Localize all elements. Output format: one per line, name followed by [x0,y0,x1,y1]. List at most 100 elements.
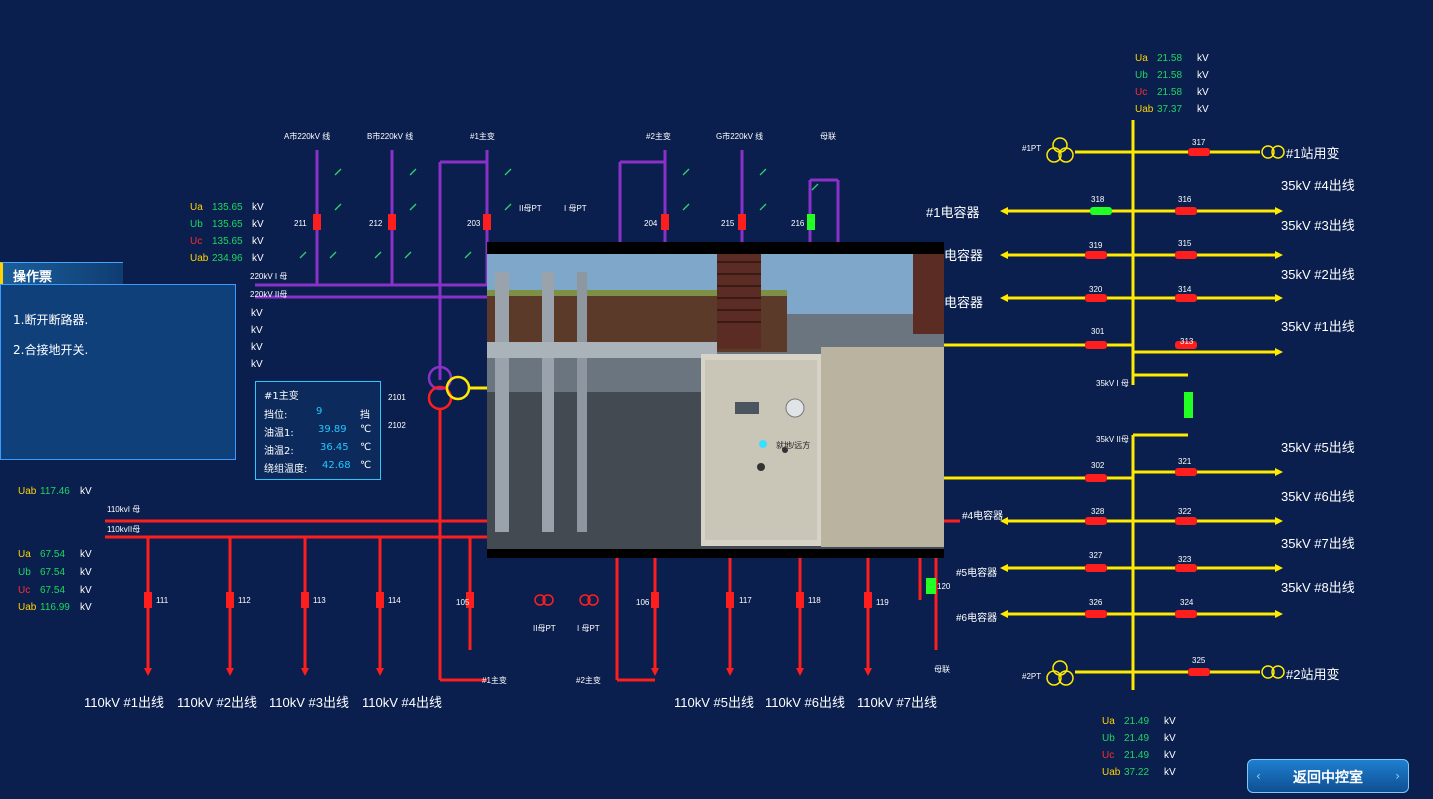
feeder-35-2[interactable]: 35kV #2出线 [1281,267,1355,282]
pt-110-2-label: II母PT [533,624,556,633]
bay-313[interactable]: 313 [1180,337,1194,346]
extra-unit-1: kV [251,308,263,319]
switch-2102[interactable]: 2102 [388,421,406,430]
bay-112[interactable]: 112 [238,596,251,605]
bay-320[interactable]: 320 [1089,285,1103,294]
ticket-title: 操作票 [13,270,53,285]
bay-302[interactable]: 302 [1091,461,1105,470]
xfmr-row-1-value: 9 [316,406,323,417]
bay-118[interactable]: 118 [808,596,821,605]
feeder-110-arrows [144,668,872,676]
feeder-110-6[interactable]: 110kV #6出线 [765,695,845,710]
bay-216[interactable]: 216 [791,219,805,228]
bay-316[interactable]: 316 [1178,195,1192,204]
operation-ticket-panel[interactable]: 操作票 1.断开断路器. 2.合接地开关. [0,262,240,460]
main-transformer-1[interactable] [427,365,487,682]
feeder-35-3[interactable]: 35kV #3出线 [1281,218,1355,233]
xfmr-row-4-value: 42.68 [322,460,351,471]
feeder-35-8[interactable]: 35kV #8出线 [1281,580,1355,595]
feeder-110-4[interactable]: 110kV #4出线 [362,695,442,710]
bus-110-2-label: 110kvII母 [107,525,141,534]
bay-117[interactable]: 117 [739,596,752,605]
feeder-110-5[interactable]: 110kV #5出线 [674,695,754,710]
xfmr-row-4-label: 绕组温度: [264,464,308,475]
capacitor-5[interactable]: #5电容器 [956,568,998,579]
bay-212[interactable]: 212 [369,219,383,228]
transformer-info-panel: #1主变 挡位: 9 挡 油温1: 39.89 ℃ 油温2: 36.45 ℃ 绕… [255,381,381,480]
return-control-room-button[interactable]: ‹ 返回中控室 › [1247,759,1409,793]
xfmr-row-4-unit: ℃ [360,460,372,471]
station-xf-1[interactable]: #1站用变 [1286,146,1340,161]
capacitor-3[interactable]: 电容器 [944,295,984,310]
xf-110-tie-label: 母联 [934,665,950,674]
feeder-35-4[interactable]: 35kV #4出线 [1281,178,1355,193]
feeder-35-1[interactable]: 35kV #1出线 [1281,319,1355,334]
bay-119[interactable]: 119 [876,598,889,607]
capacitor-2[interactable]: 电容器 [944,248,984,263]
bay-328[interactable]: 328 [1091,507,1105,516]
extra-unit-2: kV [251,325,263,336]
bay-317[interactable]: 317 [1192,138,1206,147]
feeder-35-6[interactable]: 35kV #6出线 [1281,489,1355,504]
bay-327[interactable]: 327 [1089,551,1103,560]
xfmr-row-1-unit: 挡 [360,410,370,421]
feeder-110-3[interactable]: 110kV #3出线 [269,695,349,710]
feeder-35-5[interactable]: 35kV #5出线 [1281,440,1355,455]
bay-315[interactable]: 315 [1178,239,1192,248]
bay-211[interactable]: 211 [294,219,307,228]
bay-203[interactable]: 203 [467,219,481,228]
pt-110-symbols [534,594,599,606]
bay-204[interactable]: 204 [644,219,658,228]
feeder-110-2[interactable]: 110kV #2出线 [177,695,257,710]
bay-120[interactable]: 120 [937,582,951,591]
line-label-g: G市220kV 线 [716,132,764,141]
bay-113[interactable]: 113 [313,596,326,605]
pt-35-2: #2PT [1022,672,1042,681]
capacitor-6[interactable]: #6电容器 [956,613,998,624]
breakers-110 [144,578,936,608]
bus-35kv [944,120,1275,690]
xfmr-row-3-label: 油温2: [264,446,294,457]
switch-2101[interactable]: 2101 [388,393,406,402]
bay-325[interactable]: 325 [1192,656,1206,665]
feeder-110-7[interactable]: 110kV #7出线 [857,695,937,710]
ticket-body: 1.断开断路器. 2.合接地开关. [0,284,236,460]
bay-318[interactable]: 318 [1091,195,1105,204]
bay-323[interactable]: 323 [1178,555,1192,564]
bay-106[interactable]: 106 [636,598,650,607]
extra-unit-4: kV [251,359,263,370]
line-label-xf2: #2主变 [646,132,671,141]
pt-110-1-label: I 母PT [577,624,600,633]
capacitor-1[interactable]: #1电容器 [926,205,980,220]
video-panel[interactable]: 就地/远方 [487,242,944,558]
bay-105[interactable]: 105 [456,598,470,607]
bay-114[interactable]: 114 [388,596,401,605]
ticket-item-2: 2.合接地开关. [13,343,89,357]
line-label-xf1: #1主变 [470,132,495,141]
station-xf-2[interactable]: #2站用变 [1286,667,1340,682]
bay-215[interactable]: 215 [721,219,735,228]
xfmr-row-2-value: 39.89 [318,424,347,435]
feeder-110-1[interactable]: 110kV #1出线 [84,695,164,710]
bay-319[interactable]: 319 [1089,241,1103,250]
bay-314[interactable]: 314 [1178,285,1192,294]
bay-326[interactable]: 326 [1089,598,1103,607]
pt-35-symbols [1046,137,1285,686]
bay-322[interactable]: 322 [1178,507,1192,516]
xfmr-row-3-unit: ℃ [360,442,372,453]
capacitor-4[interactable]: #4电容器 [962,511,1004,522]
bay-321[interactable]: 321 [1178,457,1192,466]
feeder-35-7[interactable]: 35kV #7出线 [1281,536,1355,551]
bay-111[interactable]: 111 [156,596,169,605]
bay-301[interactable]: 301 [1091,327,1105,336]
bay-324[interactable]: 324 [1180,598,1194,607]
substation-scene [487,254,944,549]
